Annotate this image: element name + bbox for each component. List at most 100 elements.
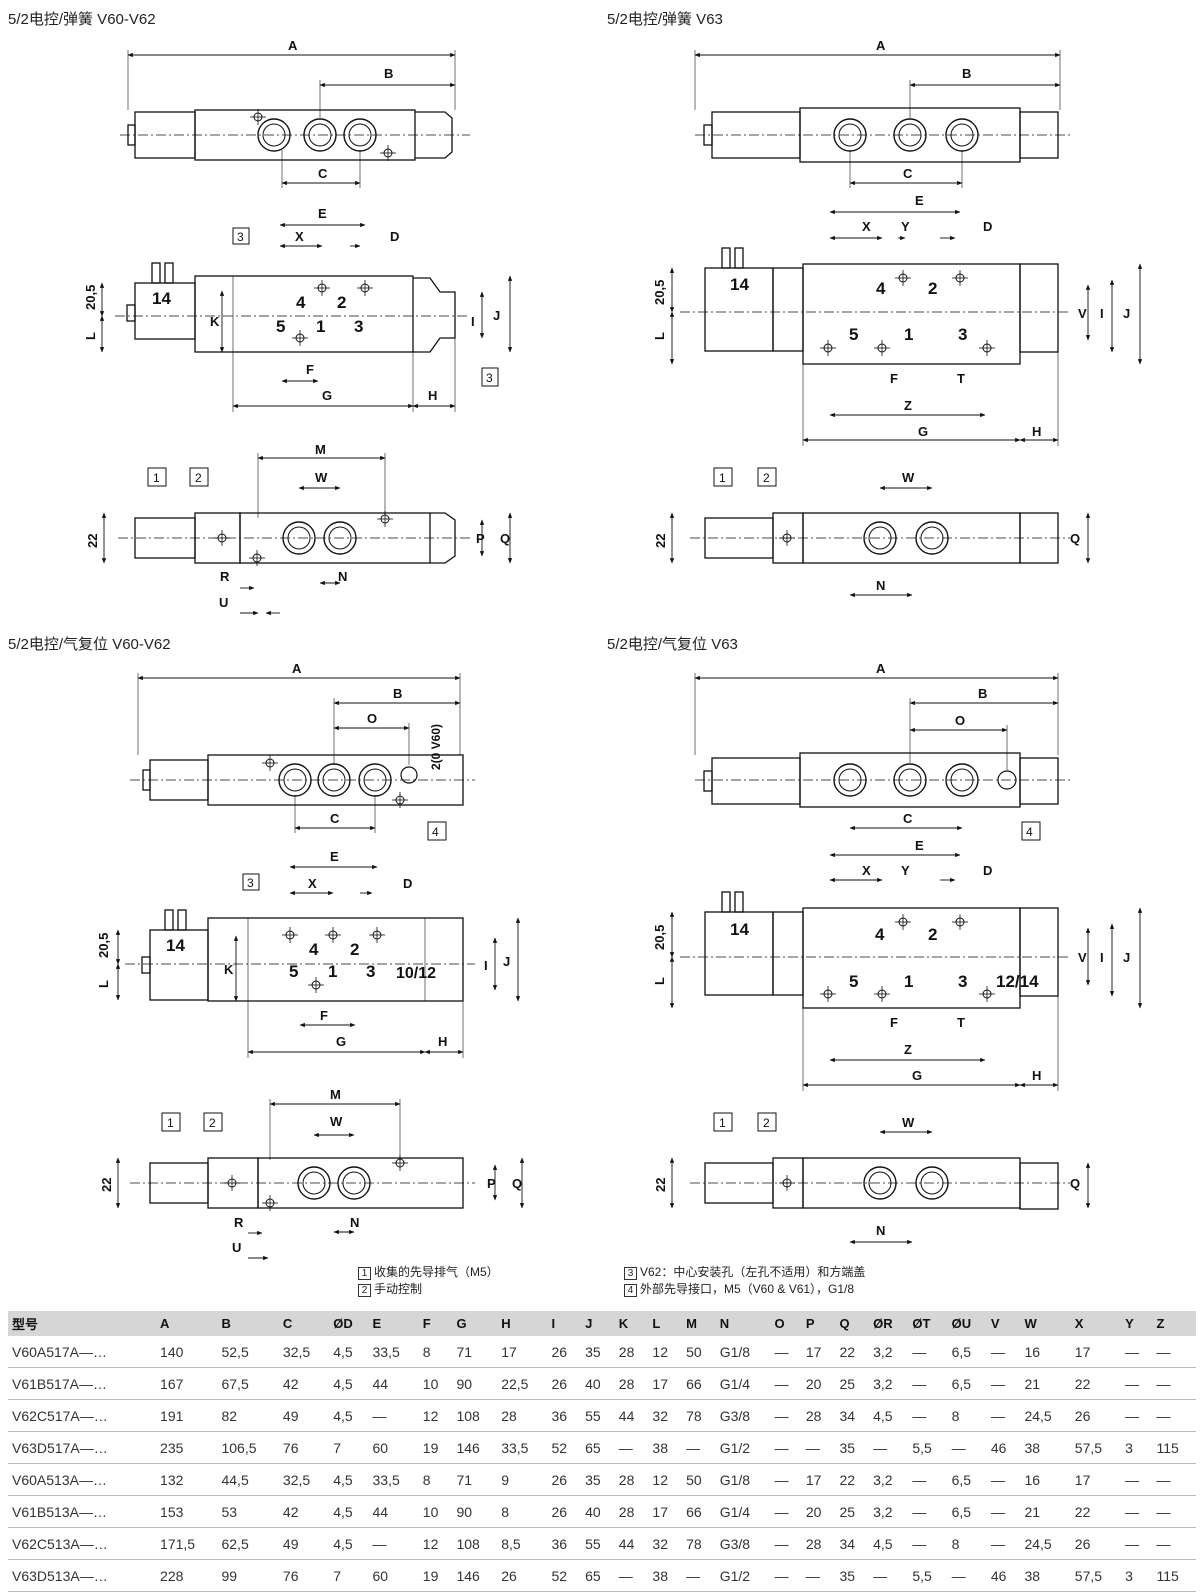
table-cell: 66: [682, 1367, 716, 1400]
table-cell: 33,5: [368, 1463, 419, 1496]
table-cell: 4,5: [329, 1527, 369, 1560]
table-cell: 12: [418, 1527, 453, 1560]
dim-label-R-air: R: [234, 1215, 244, 1230]
column-header: N: [715, 1311, 771, 1336]
table-cell: 17: [497, 1336, 548, 1368]
legend-text: 外部先导接口，M5（V60 & V61），G1/8: [640, 1282, 855, 1296]
table-cell: —: [770, 1367, 802, 1400]
table-cell: 25: [835, 1495, 870, 1528]
table-cell: —: [908, 1336, 948, 1368]
table-cell: G1/2: [715, 1431, 771, 1464]
legend-num: 2: [358, 1284, 371, 1297]
dim-label-A: A: [288, 38, 298, 53]
table-cell: —: [1152, 1495, 1196, 1528]
table-cell: —: [1121, 1463, 1153, 1496]
table-cell: 153: [156, 1495, 218, 1528]
table-cell: 12: [648, 1463, 683, 1496]
table-cell: 24,5: [1020, 1527, 1071, 1560]
table-cell: —: [770, 1399, 802, 1432]
table-cell: 26: [1070, 1399, 1122, 1432]
column-header: M: [682, 1311, 716, 1336]
table-cell: 50: [682, 1336, 716, 1368]
table-cell: —: [908, 1527, 948, 1560]
table-cell: 19: [418, 1431, 453, 1464]
table-cell: 55: [581, 1399, 615, 1432]
table-cell: 28: [614, 1367, 649, 1400]
dim-label-D: D: [390, 229, 399, 244]
table-cell: —: [986, 1336, 1021, 1368]
column-header: K: [614, 1311, 649, 1336]
dim-label-X-v63: X: [862, 219, 871, 234]
table-cell: G1/4: [715, 1495, 771, 1528]
port-5-air: 5: [289, 962, 298, 981]
table-cell: 17: [801, 1336, 836, 1368]
table-cell: 6,5: [947, 1336, 987, 1368]
table-cell: 17: [801, 1463, 836, 1496]
table-cell: 5,5: [908, 1559, 948, 1592]
table-cell: —: [682, 1559, 716, 1592]
table-cell: 10: [418, 1367, 453, 1400]
dim-label-X-air-v63: X: [862, 863, 871, 878]
dim-label-Y-air-v63: Y: [901, 863, 910, 878]
table-cell: 146: [452, 1559, 498, 1592]
callout-1: 1: [153, 471, 160, 485]
table-cell: —: [614, 1559, 649, 1592]
table-cell: 35: [835, 1559, 870, 1592]
table-cell: G3/8: [715, 1399, 771, 1432]
table-cell: 28: [497, 1399, 548, 1432]
table-cell: 108: [452, 1527, 498, 1560]
dim-label-V-air-v63: V: [1078, 950, 1087, 965]
table-cell: —: [947, 1431, 987, 1464]
table-cell: 115: [1152, 1559, 1196, 1592]
table-cell: 22,5: [497, 1367, 548, 1400]
table-cell: 10: [418, 1495, 453, 1528]
dim-label-A-air: A: [292, 661, 302, 676]
table-cell: —: [368, 1399, 419, 1432]
table-cell: —: [986, 1399, 1021, 1432]
table-cell: 106,5: [217, 1431, 279, 1464]
table-cell: V60A513A—…: [8, 1463, 157, 1496]
dim-label-F-v63: F: [890, 371, 898, 386]
table-cell: 17: [1070, 1463, 1122, 1496]
table-cell: —: [801, 1559, 836, 1592]
column-header: V: [986, 1311, 1021, 1336]
dim-label-O-air: O: [367, 711, 377, 726]
dim-label-G: G: [322, 388, 332, 403]
column-header: I: [547, 1311, 582, 1336]
column-header: L: [648, 1311, 683, 1336]
table-cell: 38: [1020, 1431, 1071, 1464]
table-cell: 24,5: [1020, 1399, 1071, 1432]
column-header: P: [801, 1311, 836, 1336]
table-cell: 90: [452, 1367, 498, 1400]
table-cell: —: [869, 1559, 909, 1592]
port-5: 5: [276, 317, 285, 336]
table-cell: —: [1152, 1463, 1196, 1496]
table-cell: 19: [418, 1559, 453, 1592]
table-cell: 4,5: [869, 1399, 909, 1432]
table-cell: 8: [497, 1495, 548, 1528]
table-cell: 6,5: [947, 1367, 987, 1400]
port-2: 2: [337, 293, 346, 312]
table-cell: V62C513A—…: [8, 1527, 157, 1560]
table-cell: 76: [278, 1559, 330, 1592]
table-cell: G1/8: [715, 1336, 771, 1368]
table-cell: —: [770, 1527, 802, 1560]
table-cell: 28: [801, 1527, 836, 1560]
dim-label-V-v63: V: [1078, 306, 1087, 321]
table-cell: 167: [156, 1367, 218, 1400]
dim-label-C-v63: C: [903, 166, 913, 181]
table-cell: 26: [497, 1559, 548, 1592]
table-cell: 49: [278, 1527, 330, 1560]
table-cell: 44: [368, 1495, 419, 1528]
legend-text: 手动控制: [374, 1282, 423, 1296]
column-header: H: [497, 1311, 548, 1336]
label-2-v60: 2(0 V60): [429, 724, 443, 770]
table-cell: 44: [614, 1527, 649, 1560]
dim-label-K-air: K: [224, 962, 234, 977]
dim-label-W: W: [315, 470, 328, 485]
